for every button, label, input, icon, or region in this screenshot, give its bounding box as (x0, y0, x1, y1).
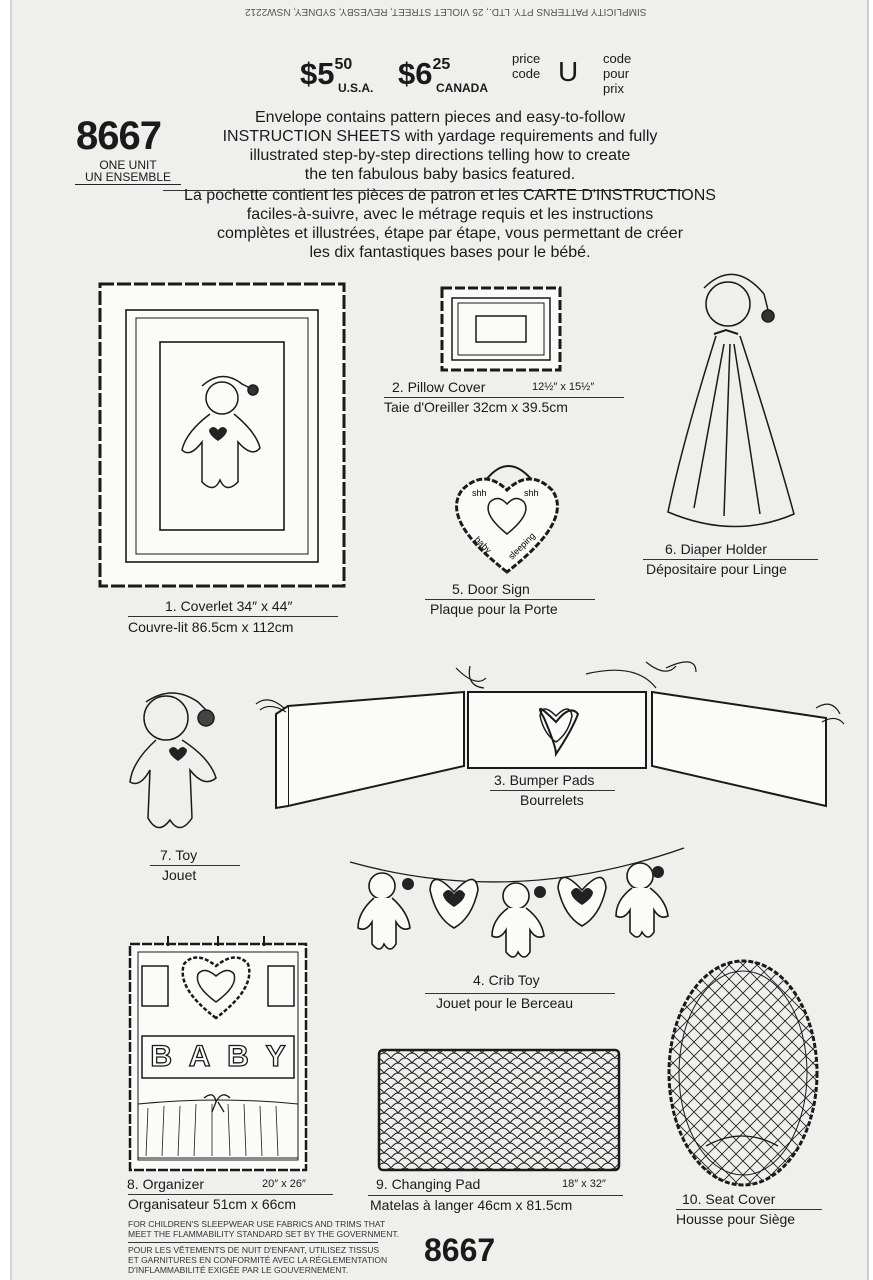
bumper-pads-illustration (255, 661, 845, 810)
intro-french: La pochette contient les pièces de patro… (184, 187, 716, 261)
coverlet-illustration (98, 282, 346, 588)
bumper-caption-fr: Bourrelets (520, 792, 584, 808)
crib-toy-caption-en: 4. Crib Toy (473, 972, 540, 988)
code-pour-prix-label: code pour prix (603, 51, 632, 96)
crib-toy-caption-line (425, 993, 615, 994)
pillow-caption-fr: Taie d'Oreiller 32cm x 39.5cm (384, 399, 568, 415)
door-sign-word-shh-2: shh (524, 488, 539, 498)
bumper-caption-line (490, 790, 615, 791)
coverlet-caption-en: 1. Coverlet 34″ x 44″ (165, 598, 293, 614)
toy-caption-en: 7. Toy (160, 847, 198, 863)
organizer-caption-line (128, 1194, 333, 1195)
organizer-caption-size: 20″ x 26″ (262, 1178, 306, 1190)
changing-pad-caption-size: 18″ x 32″ (562, 1178, 606, 1190)
organizer-baby-letters: B A B Y (150, 1039, 287, 1073)
door-sign-caption-fr: Plaque pour la Porte (430, 601, 558, 617)
changing-pad-caption-fr: Matelas à langer 46cm x 81.5cm (370, 1197, 573, 1213)
intro-divider (163, 190, 683, 191)
footer-notice-fr: POUR LES VÊTEMENTS DE NUIT D'ENFANT, UTI… (128, 1245, 388, 1275)
pillow-cover-illustration (440, 286, 562, 372)
door-sign-caption-line (425, 599, 595, 600)
price-canada: $625 CANADA (398, 56, 488, 95)
diaper-caption-en: 6. Diaper Holder (665, 541, 767, 557)
door-sign-illustration: shh shh baby sleeping (455, 465, 559, 574)
toy-caption-fr: Jouet (162, 867, 197, 883)
door-sign-caption-en: 5. Door Sign (452, 581, 530, 597)
price-code-letter: U (558, 56, 579, 87)
seat-cover-caption-fr: Housse pour Siège (676, 1211, 796, 1227)
pattern-number: 8667 (76, 114, 162, 158)
organizer-illustration (128, 936, 308, 1172)
intro-english: Envelope contains pattern pieces and eas… (222, 109, 658, 183)
organizer-caption-en: 8. Organizer (127, 1176, 205, 1192)
footer-divider (128, 1242, 378, 1243)
pillow-caption-en: 2. Pillow Cover (392, 379, 486, 395)
coverlet-caption-line (128, 616, 338, 617)
changing-pad-caption-en: 9. Changing Pad (376, 1176, 481, 1192)
toy-caption-line (150, 865, 240, 866)
changing-pad-caption-line (368, 1195, 623, 1196)
organizer-caption-fr: Organisateur 51cm x 66cm (128, 1196, 297, 1212)
crib-toy-caption-fr: Jouet pour le Berceau (436, 995, 573, 1011)
changing-pad-illustration (377, 1048, 621, 1172)
crib-toy-illustration (349, 847, 685, 958)
coverlet-caption-fr: Couvre-lit 86.5cm x 112cm (128, 619, 294, 635)
unit-label-fr: UN ENSEMBLE (75, 171, 181, 185)
pillow-caption-size: 12½″ x 15½″ (532, 381, 595, 393)
seat-cover-caption-en: 10. Seat Cover (682, 1191, 776, 1207)
price-usa: $550 U.S.A. (300, 56, 374, 95)
diaper-caption-line (643, 559, 818, 560)
footer-pattern-number: 8667 (424, 1232, 496, 1268)
door-sign-word-shh-1: shh (472, 488, 487, 498)
diaper-caption-fr: Dépositaire pour Linge (646, 561, 787, 577)
footer-notice-en: FOR CHILDREN'S SLEEPWEAR USE FABRICS AND… (128, 1219, 399, 1239)
pillow-caption-line (384, 397, 624, 398)
toy-bear-illustration (129, 692, 217, 829)
diaper-holder-illustration (667, 273, 795, 528)
show-through-publisher-line: SIMPLICITY PATTERNS PTY. LTD., 25 VIOLET… (245, 6, 647, 17)
price-code-label: price code (512, 51, 541, 81)
seat-cover-illustration (667, 959, 819, 1187)
seat-cover-caption-line (676, 1209, 822, 1210)
bumper-caption-en: 3. Bumper Pads (494, 772, 595, 788)
unit-label-en: ONE UNIT (99, 158, 157, 172)
